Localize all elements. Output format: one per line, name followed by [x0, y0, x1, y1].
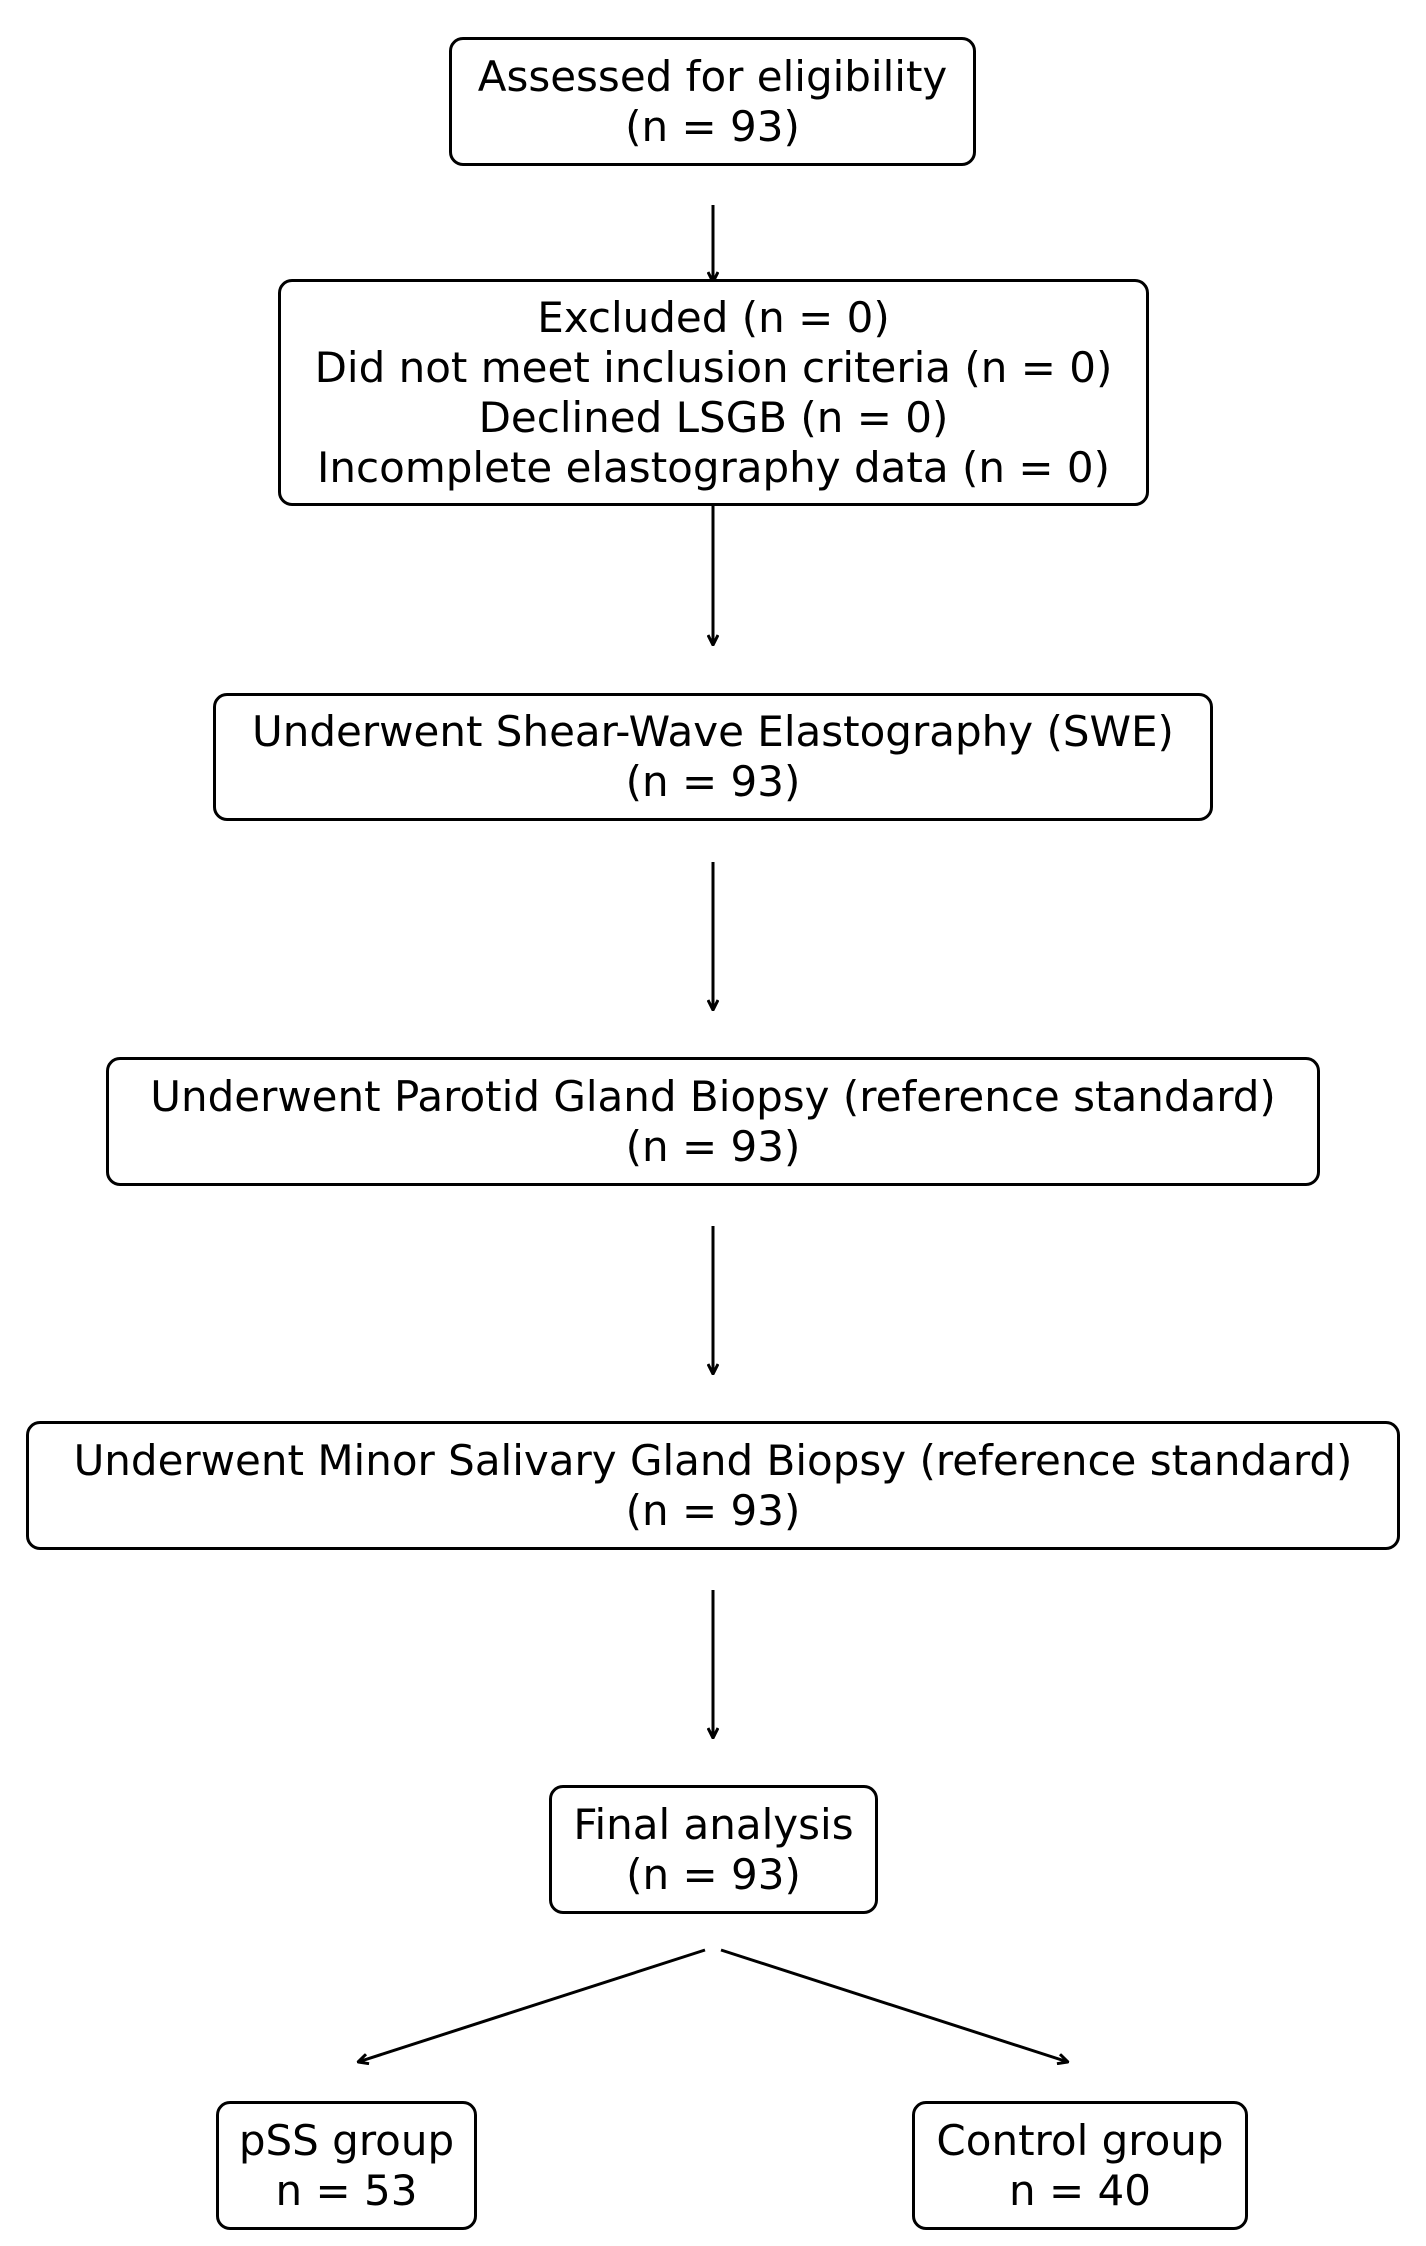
parotid-count: (n = 93) — [625, 1121, 801, 1171]
assessed-eligibility-box: Assessed for eligibility (n = 93) — [449, 37, 976, 166]
final-analysis-box: Final analysis (n = 93) — [549, 1785, 878, 1914]
parotid-biopsy-box: Underwent Parotid Gland Biopsy (referenc… — [106, 1057, 1320, 1186]
excluded-title: Excluded (n = 0) — [537, 292, 890, 342]
final-count: (n = 93) — [626, 1849, 801, 1899]
parotid-title: Underwent Parotid Gland Biopsy (referenc… — [150, 1071, 1276, 1121]
assessed-title: Assessed for eligibility — [477, 51, 948, 101]
excluded-box: Excluded (n = 0) Did not meet inclusion … — [278, 279, 1149, 506]
minor-title: Underwent Minor Salivary Gland Biopsy (r… — [73, 1435, 1353, 1485]
pss-group-box: pSS group n = 53 — [216, 2101, 477, 2230]
final-title: Final analysis — [573, 1799, 854, 1849]
swe-box: Underwent Shear-Wave Elastography (SWE) … — [213, 693, 1213, 821]
arrow-final-to-control — [720, 1948, 1068, 2062]
excluded-reason-inclusion: Did not meet inclusion criteria (n = 0) — [314, 342, 1113, 392]
control-count: n = 40 — [1009, 2165, 1151, 2215]
arrow-final-to-pss — [358, 1948, 706, 2062]
assessed-count: (n = 93) — [625, 101, 800, 151]
control-group-box: Control group n = 40 — [912, 2101, 1248, 2230]
excluded-reason-declined: Declined LSGB (n = 0) — [478, 392, 949, 442]
control-title: Control group — [936, 2115, 1224, 2165]
minor-salivary-biopsy-box: Underwent Minor Salivary Gland Biopsy (r… — [26, 1421, 1400, 1550]
excluded-reason-incomplete: Incomplete elastography data (n = 0) — [317, 442, 1110, 492]
minor-count: (n = 93) — [625, 1485, 801, 1535]
swe-title: Underwent Shear-Wave Elastography (SWE) — [252, 707, 1174, 756]
pss-title: pSS group — [238, 2115, 455, 2165]
swe-count: (n = 93) — [625, 757, 801, 806]
pss-count: n = 53 — [275, 2165, 418, 2215]
